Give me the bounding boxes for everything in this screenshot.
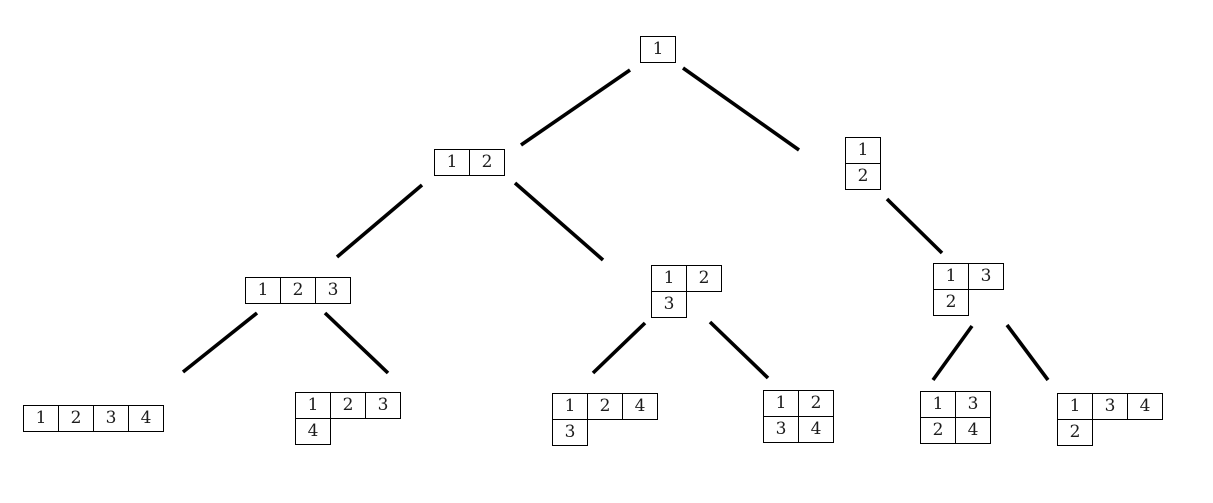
tableau-cell-3: 3 — [365, 392, 401, 419]
tableau-cell-4: 4 — [295, 418, 331, 445]
tableau-cell-4: 4 — [622, 393, 658, 420]
tableau-cell-2: 2 — [1057, 419, 1093, 446]
tableau-cell-1: 1 — [651, 265, 687, 292]
tree-edge-tab-13-2-to-tab-13-24 — [931, 324, 974, 382]
tableau-cell-1: 1 — [295, 392, 331, 419]
tree-edge-row-123-to-row-1234 — [181, 311, 259, 374]
tableau-cell-3: 3 — [1092, 393, 1128, 420]
tableau-cell-3: 3 — [955, 391, 991, 418]
tableau-cell-4: 4 — [798, 416, 834, 443]
tableau-cell-4: 4 — [955, 417, 991, 444]
tableau-cell-2: 2 — [686, 265, 722, 292]
tree-edge-root-1-to-col-1-2 — [681, 66, 801, 152]
tree-edge-root-1-to-row-12 — [519, 68, 632, 147]
tableau-cell-2: 2 — [933, 289, 969, 316]
tableau-cell-2: 2 — [845, 163, 881, 190]
tableau-cell-2: 2 — [58, 405, 94, 432]
tableau-cell-3: 3 — [651, 291, 687, 318]
tableau-cell-1: 1 — [845, 137, 881, 164]
tableau-cell-1: 1 — [1057, 393, 1093, 420]
tableau-node-root-1: 1 — [640, 36, 676, 63]
tree-edge-tab-13-2-to-tab-134-2 — [1005, 323, 1050, 382]
tableau-cell-3: 3 — [763, 416, 799, 443]
tableau-row: 2 — [1057, 419, 1163, 446]
tableau-cell-3: 3 — [552, 419, 588, 446]
tree-edge-row-123-to-tab-123-4 — [323, 311, 390, 375]
tableau-row: 3 — [552, 419, 658, 446]
tableau-row: 3 — [651, 291, 722, 318]
tableau-cell-4: 4 — [128, 405, 164, 432]
tree-edge-tab-12-3-to-tab-124-3 — [591, 321, 647, 375]
tableau-cell-1: 1 — [434, 149, 470, 176]
tableau-cell-1: 1 — [920, 391, 956, 418]
tree-edge-col-1-2-to-tab-13-2 — [885, 197, 944, 255]
tableau-row: 2 — [933, 289, 1004, 316]
tableau-cell-1: 1 — [552, 393, 588, 420]
tableau-cell-4: 4 — [1127, 393, 1163, 420]
tableau-cell-2: 2 — [330, 392, 366, 419]
tableau-cell-2: 2 — [920, 417, 956, 444]
tableau-cell-3: 3 — [315, 277, 351, 304]
tableau-row: 1 — [640, 36, 676, 63]
tableau-cell-3: 3 — [93, 405, 129, 432]
tableau-cell-1: 1 — [245, 277, 281, 304]
tableau-row: 2 — [845, 163, 881, 190]
tableau-cell-1: 1 — [933, 263, 969, 290]
tableau-cell-1: 1 — [640, 36, 676, 63]
tableau-cell-1: 1 — [23, 405, 59, 432]
tableau-cell-2: 2 — [587, 393, 623, 420]
tableau-cell-2: 2 — [280, 277, 316, 304]
tableau-row: 4 — [295, 418, 401, 445]
tree-edge-row-12-to-row-123 — [335, 183, 424, 259]
tableau-cell-2: 2 — [798, 390, 834, 417]
tree-edge-row-12-to-tab-12-3 — [513, 181, 605, 262]
tableau-row: 1 — [845, 137, 881, 164]
tableau-cell-2: 2 — [469, 149, 505, 176]
tree-edge-tab-12-3-to-tab-12-34 — [708, 320, 770, 380]
tableau-cell-3: 3 — [968, 263, 1004, 290]
tableau-cell-1: 1 — [763, 390, 799, 417]
